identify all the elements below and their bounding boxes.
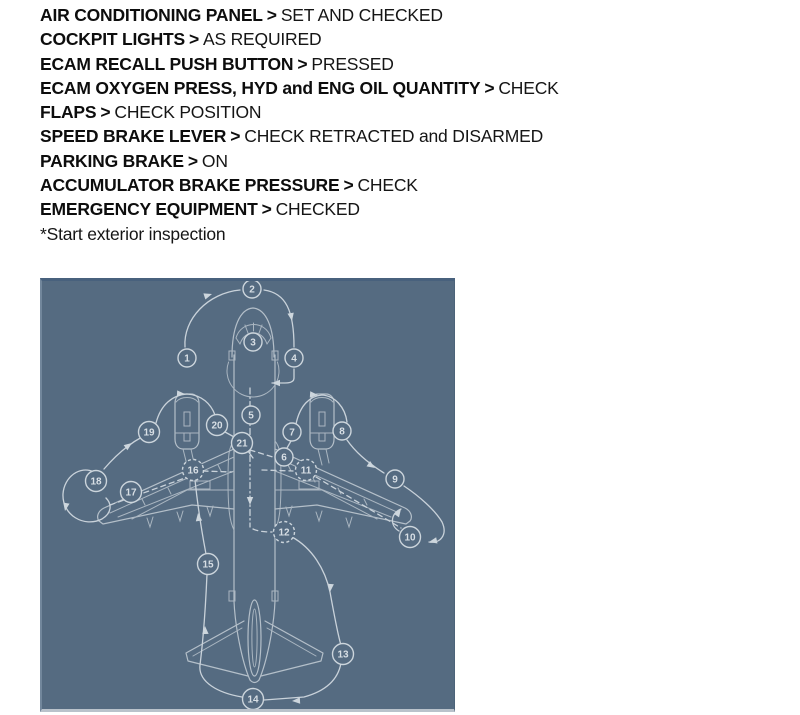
svg-text:19: 19 <box>143 428 155 439</box>
checklist-item: ECAM OXYGEN PRESS, HYD and ENG OIL QUANT… <box>40 76 780 100</box>
inspection-point-10: 10 <box>398 525 422 549</box>
walkaround-route <box>62 289 445 704</box>
route-arrows <box>63 293 438 704</box>
inspection-point-12: 12 <box>272 520 296 544</box>
svg-text:18: 18 <box>90 477 102 488</box>
item-name: AIR CONDITIONING PANEL <box>40 5 263 25</box>
svg-text:3: 3 <box>250 338 256 349</box>
inspection-point-11: 11 <box>294 458 318 482</box>
checklist-item: FLAPS>CHECK POSITION <box>40 100 780 124</box>
item-separator: > <box>343 175 354 196</box>
inspection-point-13: 13 <box>331 642 355 666</box>
item-name: ACCUMULATOR BRAKE PRESSURE <box>40 175 340 196</box>
svg-text:10: 10 <box>404 533 416 544</box>
svg-text:13: 13 <box>337 650 349 661</box>
inspection-point-8: 8 <box>332 421 352 441</box>
item-separator: > <box>484 77 495 98</box>
checklist-item: PARKING BRAKE>ON <box>40 149 780 173</box>
svg-text:4: 4 <box>291 354 297 365</box>
svg-text:5: 5 <box>248 411 254 422</box>
checklist-item: EMERGENCY EQUIPMENT>CHECKED <box>40 197 780 221</box>
inspection-point-20: 20 <box>205 413 229 437</box>
inspection-point-1: 1 <box>177 348 197 368</box>
inspection-point-14: 14 <box>241 687 265 709</box>
checklist-item: ECAM RECALL PUSH BUTTON>PRESSED <box>40 52 780 76</box>
svg-text:8: 8 <box>339 427 345 438</box>
item-value: PRESSED <box>311 53 394 74</box>
item-name: SPEED BRAKE LEVER <box>40 126 227 147</box>
item-value: ON <box>201 150 228 171</box>
inspection-point-3: 3 <box>243 332 263 352</box>
svg-text:7: 7 <box>289 428 295 439</box>
item-value: SET AND CHECKED <box>280 5 443 25</box>
checklist-item: AIR CONDITIONING PANEL>SET AND CHECKED <box>40 3 780 27</box>
svg-text:17: 17 <box>125 488 137 499</box>
start-exterior-inspection-note: *Start exterior inspection <box>40 223 226 244</box>
svg-text:21: 21 <box>236 439 248 450</box>
svg-text:2: 2 <box>249 285 255 296</box>
item-name: ECAM RECALL PUSH BUTTON <box>40 53 294 74</box>
svg-text:12: 12 <box>278 528 290 539</box>
svg-text:15: 15 <box>202 560 214 571</box>
inspection-point-21: 21 <box>230 431 254 455</box>
item-name: FLAPS <box>40 102 97 123</box>
inspection-point-2: 2 <box>242 281 262 299</box>
item-value: CHECK <box>498 77 559 98</box>
inspection-point-9: 9 <box>385 469 405 489</box>
svg-text:1: 1 <box>184 354 190 365</box>
item-value: CHECK <box>357 175 418 196</box>
inspection-point-6: 6 <box>274 447 294 467</box>
item-name: PARKING BRAKE <box>40 150 184 171</box>
item-separator: > <box>261 199 272 220</box>
svg-text:16: 16 <box>187 466 199 477</box>
checklist-item: ACCUMULATOR BRAKE PRESSURE>CHECK <box>40 173 780 197</box>
checklist-item: SPEED BRAKE LEVER>CHECK RETRACTED and DI… <box>40 124 780 148</box>
preflight-checklist: AIR CONDITIONING PANEL>SET AND CHECKED C… <box>40 3 780 246</box>
svg-text:20: 20 <box>211 421 223 432</box>
svg-text:6: 6 <box>281 453 287 464</box>
inspection-point-19: 19 <box>137 420 161 444</box>
svg-text:14: 14 <box>247 695 259 706</box>
svg-text:11: 11 <box>301 466 312 477</box>
svg-text:9: 9 <box>392 475 398 486</box>
item-separator: > <box>230 126 241 147</box>
inspection-point-15: 15 <box>196 552 220 576</box>
inspection-point-16: 16 <box>181 458 205 482</box>
item-name: EMERGENCY EQUIPMENT <box>40 199 258 220</box>
inspection-point-7: 7 <box>282 422 302 442</box>
item-value: AS REQUIRED <box>203 29 322 50</box>
inspection-point-17: 17 <box>119 480 143 504</box>
inspection-point-5: 5 <box>241 405 261 425</box>
item-name: COCKPIT LIGHTS <box>40 29 185 50</box>
item-value: CHECKED <box>275 199 360 220</box>
item-value: CHECK RETRACTED and DISARMED <box>244 126 544 147</box>
item-separator: > <box>187 150 198 171</box>
item-separator: > <box>266 5 277 25</box>
checklist-item: COCKPIT LIGHTS>AS REQUIRED <box>40 27 780 51</box>
item-name: ECAM OXYGEN PRESS, HYD and ENG OIL QUANT… <box>40 77 481 98</box>
inspection-point-4: 4 <box>284 348 304 368</box>
item-separator: > <box>297 53 308 74</box>
item-value: CHECK POSITION <box>114 102 262 123</box>
item-separator: > <box>188 29 200 50</box>
item-separator: > <box>100 102 111 123</box>
inspection-point-18: 18 <box>84 469 108 493</box>
